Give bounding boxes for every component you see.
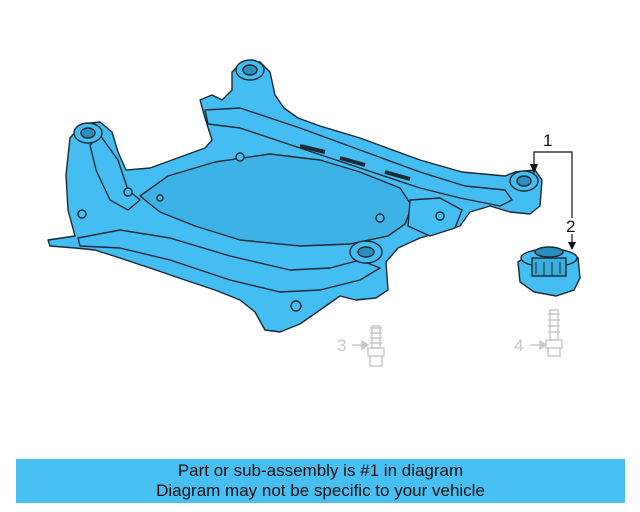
callout-1-label: 1 — [543, 131, 552, 150]
banner-line-1: Part or sub-assembly is #1 in diagram — [177, 461, 464, 480]
banner-line-2: Diagram may not be specific to your vehi… — [156, 481, 485, 500]
callout-2-label: 2 — [566, 217, 575, 236]
subframe-part[interactable] — [47, 61, 543, 333]
info-banner: Part or sub-assembly is #1 in diagram Di… — [16, 459, 625, 503]
bushing-part[interactable] — [517, 246, 581, 297]
bolt-3-part[interactable] — [352, 325, 385, 367]
callout-4-label: 4 — [514, 336, 523, 355]
bolt-4-part[interactable] — [530, 309, 563, 357]
parts-diagram: 1 2 3 4 — [47, 59, 581, 367]
callout-3-label: 3 — [337, 336, 346, 355]
